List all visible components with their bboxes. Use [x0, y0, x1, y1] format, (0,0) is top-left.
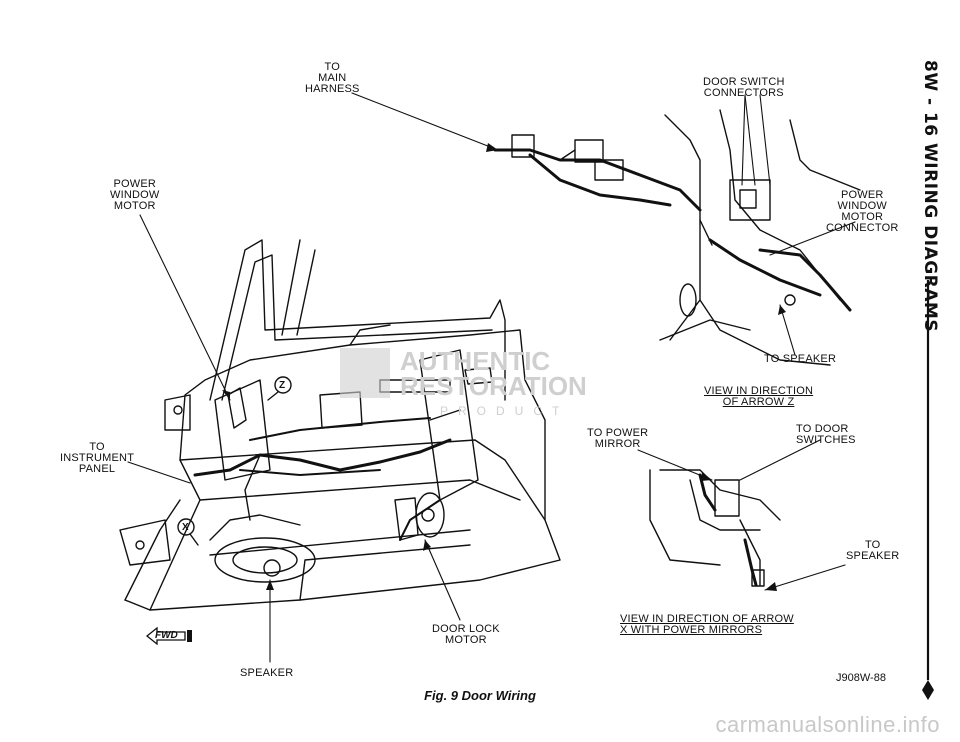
- door-panel-drawing: [119, 239, 561, 611]
- label-line: DOOR SWITCH: [703, 76, 785, 88]
- label-to-power-mirror: TO POWER MIRROR: [587, 428, 648, 450]
- label-line: PANEL: [78, 463, 116, 475]
- label-line: WINDOW: [837, 200, 887, 212]
- label-power-window-motor: POWER WINDOW MOTOR: [110, 179, 159, 212]
- figure-id: J908W-88: [836, 672, 886, 684]
- watermark-logo-line-2: RESTORATION: [400, 371, 587, 401]
- callout-x: X: [182, 522, 189, 533]
- leader-lines: [127, 92, 856, 663]
- label-to-door-switches: TO DOOR SWITCHES: [796, 424, 856, 446]
- watermark-logo-line-3: PRODUCT: [440, 404, 569, 418]
- view-z-drawing: [659, 109, 861, 366]
- label-line: TO: [864, 539, 881, 551]
- label-view-arrow-z: VIEW IN DIRECTION OF ARROW Z: [704, 386, 813, 408]
- main-harness-connectors: [493, 134, 702, 212]
- label-line: POWER: [840, 189, 884, 201]
- figure-caption: Fig. 9 Door Wiring: [424, 688, 536, 703]
- watermark-logo-line-1: AUTHENTIC: [400, 346, 550, 376]
- label-line: WINDOW: [110, 189, 160, 201]
- label-line: SWITCHES: [796, 434, 856, 446]
- label-line: MOTOR: [113, 200, 156, 212]
- label-to-instrument-panel: TO INSTRUMENT PANEL: [60, 442, 134, 475]
- watermark-url: carmanualsonline.info: [715, 712, 940, 737]
- label-line: CONNECTOR: [826, 222, 899, 234]
- label-line: MIRROR: [594, 438, 641, 450]
- fwd-label: FWD: [155, 630, 178, 641]
- label-to-speaker-lower: TO SPEAKER: [846, 540, 899, 562]
- label-speaker: SPEAKER: [240, 667, 294, 679]
- label-to-main-harness: TO MAIN HARNESS: [305, 62, 360, 95]
- label-line: MOTOR: [841, 211, 884, 223]
- callout-z: Z: [279, 380, 286, 391]
- label-line: MAIN: [318, 72, 347, 84]
- label-view-arrow-x: VIEW IN DIRECTION OF ARROW X WITH POWER …: [620, 614, 794, 636]
- label-line: INSTRUMENT: [60, 452, 135, 464]
- label-line: MOTOR: [445, 634, 487, 646]
- label-power-window-motor-connector: POWER WINDOW MOTOR CONNECTOR: [826, 190, 899, 234]
- label-line: DOOR LOCK: [432, 623, 500, 635]
- view-x-drawing: [649, 469, 781, 587]
- label-line: HARNESS: [305, 83, 360, 95]
- fwd-arrow: FWD: [145, 626, 195, 646]
- label-line: TO: [324, 61, 341, 73]
- section-header: 8W - 16 WIRING DIAGRAMS: [906, 60, 946, 620]
- watermark-logo: AUTHENTIC RESTORATION PRODUCT: [340, 346, 587, 418]
- label-line: VIEW IN DIRECTION: [704, 385, 814, 397]
- label-line: VIEW IN DIRECTION OF ARROW: [620, 613, 794, 625]
- label-line: TO: [89, 441, 105, 453]
- label-door-lock-motor: DOOR LOCK MOTOR: [432, 624, 500, 646]
- label-line: TO DOOR: [796, 423, 849, 435]
- section-title: 8W - 16 WIRING DIAGRAMS: [920, 60, 940, 333]
- label-door-switch-connectors: DOOR SWITCH CONNECTORS: [703, 77, 785, 99]
- label-line: CONNECTORS: [703, 87, 784, 99]
- label-line: TO POWER: [587, 427, 649, 439]
- label-line: OF ARROW Z: [722, 396, 795, 408]
- label-to-speaker-upper: TO SPEAKER: [764, 353, 837, 365]
- label-line: SPEAKER: [846, 550, 900, 562]
- label-line: X WITH POWER MIRRORS: [620, 624, 763, 636]
- label-line: POWER: [113, 178, 157, 190]
